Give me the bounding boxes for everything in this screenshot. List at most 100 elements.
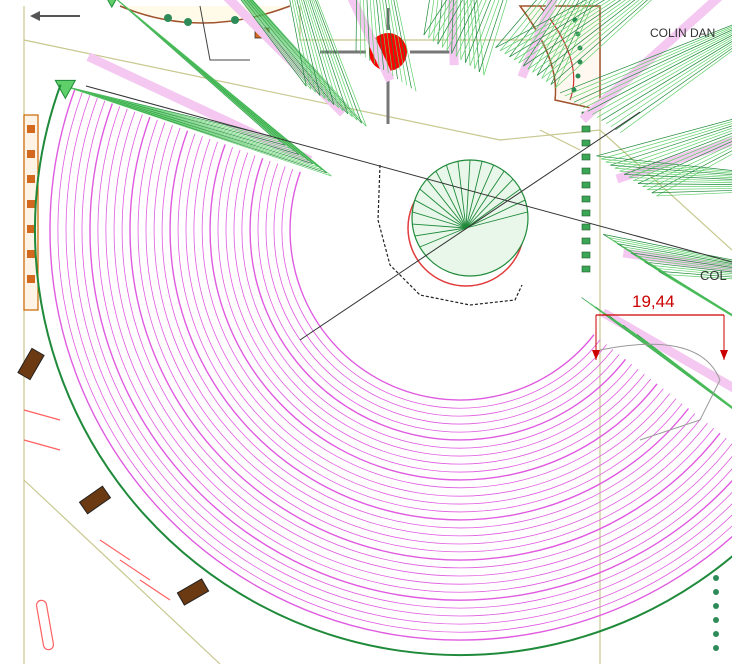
- seating-row: [105, 108, 732, 585]
- tensile-cable: [428, 0, 435, 39]
- aisle: [579, 0, 723, 123]
- tensile-cable: [550, 0, 648, 85]
- structure-outer-edge: [33, 84, 732, 656]
- tensile-cable: [315, 0, 362, 124]
- tensile-cable: [363, 0, 366, 58]
- tensile-cable: [240, 0, 307, 87]
- tensile-cable: [606, 43, 732, 124]
- seating-row: [153, 125, 702, 537]
- tensile-cable: [628, 135, 732, 178]
- seating-row: [289, 171, 595, 401]
- tensile-cable: [460, 0, 462, 60]
- tensile-cable: [478, 0, 504, 73]
- tensile-cable: [246, 0, 335, 105]
- seating-row: [281, 168, 601, 409]
- seating-row: [121, 114, 727, 569]
- tensile-cable: [624, 132, 732, 175]
- tensile-cable: [541, 0, 640, 79]
- seating-row: [57, 92, 732, 633]
- tensile-cable: [587, 34, 732, 112]
- tensile-cable: [437, 0, 443, 45]
- tensile-cable: [617, 243, 732, 264]
- stage-ray: [414, 227, 467, 237]
- tensile-cable: [473, 0, 480, 73]
- tensile-cable: [582, 33, 732, 109]
- stage-ray: [419, 227, 467, 248]
- tensile-cable: [612, 240, 732, 263]
- tensile-cable: [603, 234, 732, 261]
- seating-row: [257, 160, 620, 433]
- top-left-building: [119, 5, 291, 61]
- tensile-cable: [455, 0, 458, 57]
- tensile-cable: [614, 127, 732, 169]
- seating-row: [169, 130, 690, 521]
- tensile-cable: [546, 0, 588, 82]
- tensile-cable: [605, 161, 732, 174]
- seating-row: [81, 100, 732, 609]
- tensile-cable: [309, 0, 349, 115]
- tensile-cable: [428, 0, 453, 39]
- tensile-cable: [532, 0, 576, 73]
- right-edge-trees: [713, 575, 719, 651]
- seating-row: [49, 89, 732, 641]
- seating-row: [65, 95, 732, 625]
- tensile-cable: [610, 125, 732, 166]
- seating-row: [161, 127, 696, 529]
- seating-row: [73, 97, 732, 617]
- back-wall: [377, 164, 523, 306]
- seating-row: [249, 157, 627, 441]
- seating-row: [137, 119, 715, 553]
- stage-ray: [465, 188, 521, 229]
- tensile-cable: [446, 0, 473, 51]
- tensile-structure: [33, 0, 732, 656]
- tensile-cable: [244, 0, 325, 99]
- tensile-cable: [289, 0, 307, 87]
- label-col: COL: [700, 268, 727, 283]
- tensile-cable: [311, 0, 353, 118]
- seating-row: [201, 141, 664, 489]
- tensile-cable: [252, 0, 367, 127]
- tensile-cable: [523, 0, 622, 67]
- tensile-cable: [596, 38, 732, 118]
- tensile-cable: [626, 249, 732, 267]
- tensile-cable: [65, 86, 332, 177]
- stage-ray: [445, 164, 467, 229]
- tensile-cable: [500, 0, 593, 52]
- stage-ray: [465, 170, 505, 229]
- tensile-cable: [469, 0, 496, 66]
- stage-ray: [414, 199, 467, 229]
- stage-ray: [465, 199, 526, 229]
- parked-vehicles: [17, 347, 210, 606]
- tensile-cable: [564, 26, 732, 97]
- tensile-cable: [307, 0, 344, 111]
- tensile-cable: [250, 0, 353, 118]
- tensile-cable: [649, 264, 732, 274]
- tensile-cable: [316, 0, 367, 127]
- tensile-cable: [513, 0, 558, 61]
- tensile-cable: [647, 188, 732, 191]
- tensile-cable: [359, 0, 362, 55]
- tensile-cable: [559, 24, 732, 94]
- tensile-cable: [455, 0, 483, 57]
- seating-row: [265, 163, 614, 425]
- tensile-cable: [495, 0, 537, 48]
- tensile-cable: [379, 0, 389, 73]
- tensile-cable: [298, 0, 326, 99]
- tensile-cable: [610, 164, 732, 176]
- tensile-cable: [651, 190, 732, 194]
- tensile-cable: [296, 0, 321, 96]
- tensile-cable: [470, 0, 476, 69]
- tensile-cable: [382, 0, 394, 77]
- tensile-cable: [663, 274, 732, 280]
- tensile-cable: [541, 0, 584, 79]
- tensile-cable: [390, 0, 408, 86]
- left-facade: [23, 114, 39, 311]
- tensile-cable: [536, 0, 580, 76]
- tensile-cable: [250, 0, 358, 121]
- tensile-cable: [600, 121, 732, 160]
- tensile-cable: [474, 0, 500, 70]
- aisle: [86, 52, 313, 165]
- dimension-label: 19,44: [632, 292, 675, 311]
- tensile-cable: [527, 0, 627, 70]
- aisle: [622, 248, 732, 273]
